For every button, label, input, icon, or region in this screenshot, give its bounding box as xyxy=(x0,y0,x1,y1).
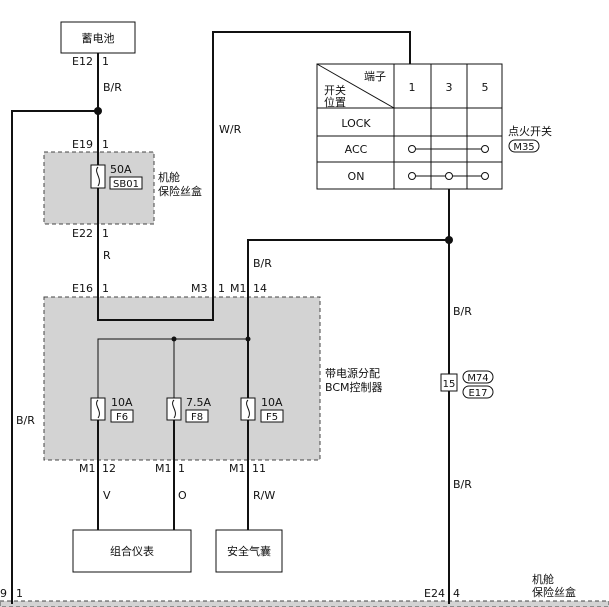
battery-pin: 1 xyxy=(102,55,109,68)
wire-label-fuse-out: R xyxy=(103,249,111,262)
fuse-sb01-icon xyxy=(96,166,100,187)
wire-left-bus xyxy=(11,110,98,604)
ignition-switch-connector-box xyxy=(508,139,540,153)
bcm-pin-e16-connector: E16 xyxy=(72,282,93,295)
bcm-fuse-f5 xyxy=(240,397,256,421)
ign-terminal-1: 1 xyxy=(409,81,416,94)
fuse-sb01-id: SB01 xyxy=(113,179,139,190)
bcm-label-2: BCM控制器 xyxy=(325,380,383,394)
bcm-fuse-f6-id: F6 xyxy=(116,412,128,423)
bcm-f8-out-pin: 1 xyxy=(178,462,185,475)
bcm-f6-out-pin: 12 xyxy=(102,462,116,475)
bottom-left-pin: 1 xyxy=(16,587,23,600)
bcm-pin-m1-top: 14 xyxy=(253,282,267,295)
bcm-fuse-f6 xyxy=(90,397,106,421)
ign-header-terminal: 端子 xyxy=(364,70,386,83)
wire-label-left-bus: B/R xyxy=(16,414,35,427)
bcm-fuse-f8 xyxy=(166,397,182,421)
bcm-fuse-f5-id: F5 xyxy=(266,412,278,423)
bcm-fuse-f8-rating: 7.5A xyxy=(186,396,211,409)
bcm-label-1: 带电源分配 xyxy=(325,366,380,380)
wire-label-right-upper: B/R xyxy=(453,305,472,318)
bcm-fuse-f5-id-box xyxy=(260,409,284,423)
bcm-internal-bus xyxy=(97,338,248,402)
airbag-box xyxy=(215,529,283,573)
battery-connector: E12 xyxy=(72,55,93,68)
battery-label: 蓄电池 xyxy=(82,32,115,45)
bcm-f5-out-connector: M1 xyxy=(229,462,246,475)
ign-header-position: 位置 xyxy=(324,95,346,109)
bcm-fuse-f8-id-box xyxy=(185,409,209,423)
bcm-area xyxy=(43,296,321,461)
inline-connector-pin: 15 xyxy=(443,379,456,390)
wire-label-f8-out: O xyxy=(178,489,187,502)
bcm-node-f5 xyxy=(245,336,251,342)
fuse-box-in-connector: E19 xyxy=(72,138,93,151)
bcm-fuse-f6-rating: 10A xyxy=(111,396,133,409)
wire-label-f6-out: V xyxy=(103,489,111,502)
wire-label-f5-out: R/W xyxy=(253,489,275,502)
inline-connector-a-box xyxy=(462,370,494,384)
bottom-left-connector: 9 xyxy=(0,587,7,600)
inline-connector-a: M74 xyxy=(467,373,488,384)
fuse-box-out-pin: 1 xyxy=(102,227,109,240)
bcm-fuse-f6-id-box xyxy=(110,409,134,423)
bottom-fuse-box-area xyxy=(0,600,609,607)
bcm-fuse-f5-rating: 10A xyxy=(261,396,283,409)
bcm-pin-m1-top-connector: M1 xyxy=(230,282,247,295)
bottom-fuse-box-label-1: 机舱 xyxy=(532,572,554,586)
bottom-fuse-box-label-2: 保险丝盒 xyxy=(532,585,576,599)
inline-connector-b: E17 xyxy=(468,388,487,399)
bottom-right-pin: 4 xyxy=(453,587,460,600)
ignition-switch-connector: M35 xyxy=(513,142,534,153)
airbag-label: 安全气囊 xyxy=(227,544,271,558)
cluster-label: 组合仪表 xyxy=(110,544,154,558)
wire-label-right-lower: B/R xyxy=(453,478,472,491)
bcm-fuse-f8-id: F8 xyxy=(191,412,203,423)
bcm-pin-e16: 1 xyxy=(102,282,109,295)
wire-label-battery-out: B/R xyxy=(103,81,122,94)
bottom-right-connector: E24 xyxy=(424,587,445,600)
wire-fuse-to-bcm xyxy=(97,31,411,321)
ignition-switch-label: 点火开关 xyxy=(508,124,552,138)
ign-terminal-5: 5 xyxy=(482,81,489,94)
bcm-f6-out-connector: M1 xyxy=(79,462,96,475)
fuse-box-in-pin: 1 xyxy=(102,138,109,151)
ign-pos-on: ON xyxy=(348,170,365,183)
fuse-sb01-rating: 50A xyxy=(110,163,132,176)
bcm-f8-out-connector: M1 xyxy=(155,462,172,475)
battery-box xyxy=(60,21,136,54)
engine-fuse-box-label-1: 机舱 xyxy=(158,170,180,184)
ign-header-switch: 开关 xyxy=(324,83,346,97)
ign-on-contacts xyxy=(408,172,489,180)
ign-pos-acc: ACC xyxy=(345,143,368,156)
ign-pos-lock: LOCK xyxy=(341,117,371,130)
ign-acc-contacts xyxy=(408,145,489,153)
fuse-box-out-connector: E22 xyxy=(72,227,93,240)
ign-terminal-3: 3 xyxy=(446,81,453,94)
engine-fuse-box-label-2: 保险丝盒 xyxy=(158,184,202,198)
wire-to-bcm-m1-14 xyxy=(247,239,449,402)
inline-connector-b-box xyxy=(462,385,494,399)
fuse-sb01-id-box xyxy=(109,176,143,190)
wire-label-bcm-m1-14: B/R xyxy=(253,257,272,270)
bcm-pin-m3-connector: M3 xyxy=(191,282,208,295)
bcm-pin-m3: 1 xyxy=(218,282,225,295)
ignition-switch-table xyxy=(316,63,503,190)
bcm-f5-out-pin: 11 xyxy=(252,462,266,475)
wire-label-ign-feed: W/R xyxy=(219,123,242,136)
cluster-box xyxy=(72,529,192,573)
